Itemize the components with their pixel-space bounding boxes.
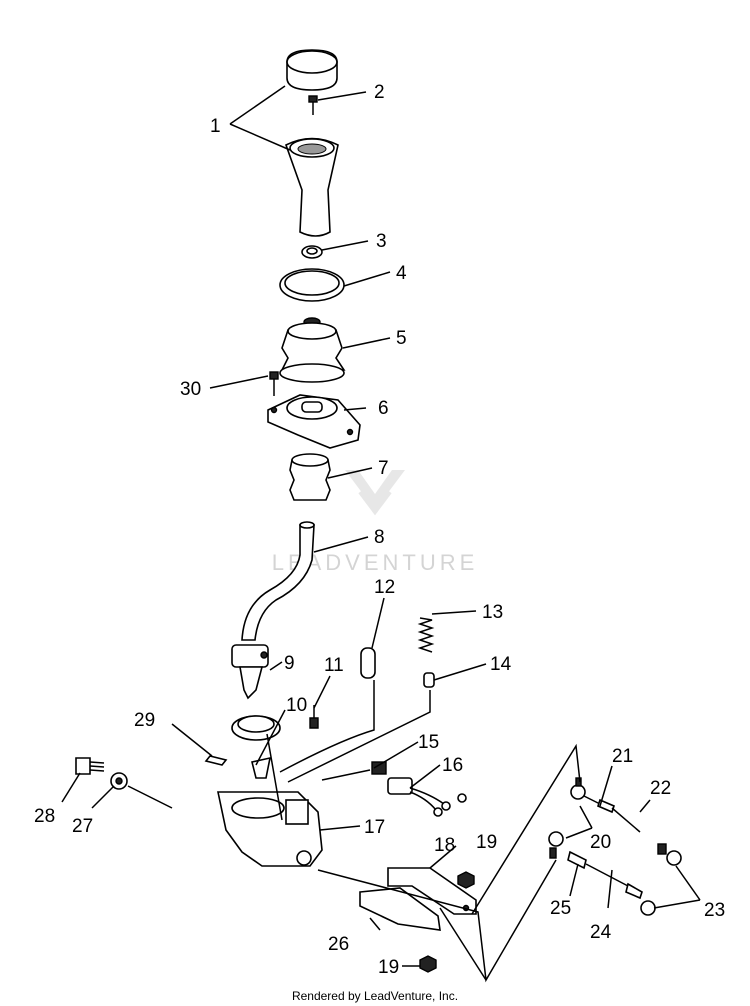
part-12-pin [360, 647, 376, 679]
part-13-spring [417, 617, 435, 653]
part-9-lever-base [231, 644, 269, 700]
callout-24: 24 [590, 922, 612, 943]
callout-26: 26 [328, 934, 349, 955]
assembly-lines [127, 680, 581, 983]
callout-30: 30 [180, 379, 201, 400]
callout-29: 29 [134, 710, 155, 731]
callout-12: 12 [374, 577, 395, 598]
part-10-clip [251, 756, 272, 779]
callout-27: 27 [72, 816, 93, 837]
callout-22: 22 [650, 778, 671, 799]
callout-19-lower: 19 [378, 957, 399, 978]
part-15-switch [371, 761, 387, 775]
part-3-washer [301, 245, 323, 259]
part-8-shift-lever [241, 521, 315, 641]
footer-credit: Rendered by LeadVenture, Inc. [292, 989, 458, 1003]
part-16-harness [387, 777, 467, 817]
callout-25: 25 [550, 898, 571, 919]
part-29-pin [204, 755, 228, 766]
part-23-rod-end-upper [657, 843, 682, 866]
callout-20: 20 [590, 832, 611, 853]
part-26-actuator [359, 887, 441, 931]
part-7-bellows [289, 453, 331, 501]
part-24-tie-rod [548, 831, 643, 900]
part-23-rod-end-lower [640, 900, 656, 916]
callout-17: 17 [364, 817, 385, 838]
callout-1: 1 [210, 116, 221, 137]
part-28-bolt [75, 757, 105, 775]
callout-7: 7 [378, 458, 389, 479]
callout-4: 4 [396, 263, 407, 284]
part-5-boot [279, 317, 346, 383]
callout-2: 2 [374, 82, 385, 103]
part-4-ring [279, 268, 345, 302]
part-1-knob-cap [286, 49, 338, 91]
part-22-tie-rod [597, 798, 641, 833]
callout-16: 16 [442, 755, 463, 776]
callout-11: 11 [324, 655, 344, 676]
part-19-nut-lower [419, 955, 437, 973]
callout-28: 28 [34, 806, 55, 827]
part-2-screw [308, 95, 318, 115]
callout-18: 18 [434, 835, 455, 856]
part-30-bolt [269, 371, 279, 396]
part-9-ring [231, 715, 281, 741]
callouts: 1 2 3 4 5 6 7 8 9 10 11 12 13 14 15 16 1… [34, 82, 725, 978]
callout-15: 15 [418, 732, 439, 753]
part-19-nut-upper [457, 871, 475, 889]
watermark-logo [345, 470, 405, 516]
part-17-housing [217, 791, 323, 867]
part-1-knob-body [285, 137, 339, 237]
callout-14: 14 [490, 654, 512, 675]
part-11-screw [309, 705, 319, 729]
callout-3: 3 [376, 231, 387, 252]
callout-6: 6 [378, 398, 389, 419]
callout-9: 9 [284, 653, 295, 674]
part-6-plate [267, 394, 361, 449]
callout-5: 5 [396, 328, 407, 349]
callout-23: 23 [704, 900, 725, 921]
callout-10: 10 [286, 695, 307, 716]
part-14-plunger [423, 672, 435, 688]
callout-21: 21 [612, 746, 633, 767]
callout-13: 13 [482, 602, 503, 623]
part-27-washer [110, 772, 128, 790]
part-21-rod-end [570, 777, 605, 807]
callout-8: 8 [374, 527, 385, 548]
callout-19-upper: 19 [476, 832, 497, 853]
leader-lines [61, 85, 701, 967]
